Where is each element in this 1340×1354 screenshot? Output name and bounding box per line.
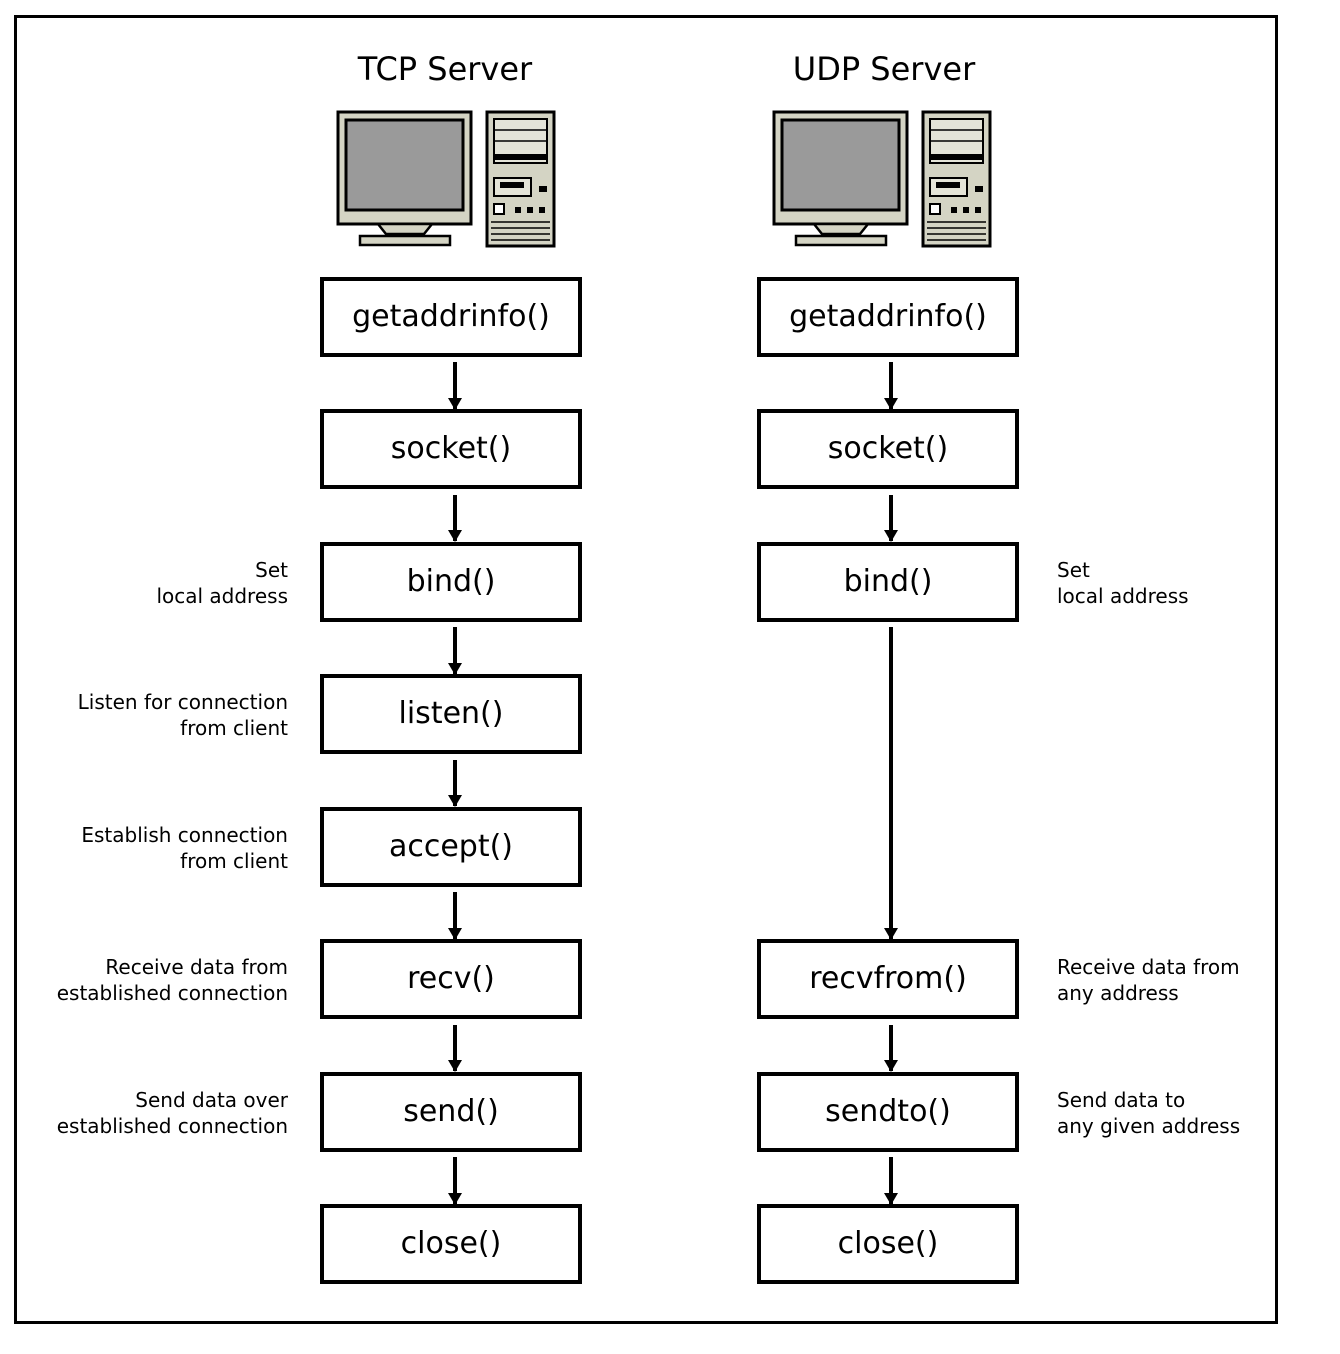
- diagram-frame: [14, 15, 1278, 1324]
- tcp-step-getaddrinfo: getaddrinfo(): [320, 277, 582, 357]
- tcp-step-send: send(): [320, 1072, 582, 1152]
- udp-step-socket: socket(): [757, 409, 1019, 489]
- udp-note-bind: Set local address: [1057, 558, 1189, 608]
- tcp-step-bind: bind(): [320, 542, 582, 622]
- udp-note-recvfrom: Receive data from any address: [1057, 955, 1240, 1005]
- computer-icon: [772, 110, 992, 248]
- tcp-step-socket: socket(): [320, 409, 582, 489]
- udp-step-getaddrinfo: getaddrinfo(): [757, 277, 1019, 357]
- tcp-title: TCP Server: [357, 50, 533, 88]
- udp-note-sendto: Send data to any given address: [1057, 1088, 1241, 1138]
- tcp-step-close: close(): [320, 1204, 582, 1284]
- tcp-note-bind: Set local address: [156, 558, 288, 608]
- udp-title: UDP Server: [792, 50, 976, 88]
- udp-step-sendto: sendto(): [757, 1072, 1019, 1152]
- udp-step-recvfrom: recvfrom(): [757, 939, 1019, 1019]
- tcp-note-recv: Receive data from established connection: [56, 955, 288, 1005]
- computer-icon: [336, 110, 556, 248]
- tcp-step-listen: listen(): [320, 674, 582, 754]
- tcp-step-recv: recv(): [320, 939, 582, 1019]
- tcp-step-accept: accept(): [320, 807, 582, 887]
- tcp-note-accept: Establish connection from client: [81, 823, 288, 873]
- udp-step-bind: bind(): [757, 542, 1019, 622]
- udp-step-close: close(): [757, 1204, 1019, 1284]
- tcp-note-send: Send data over established connection: [56, 1088, 288, 1138]
- tcp-note-listen: Listen for connection from client: [77, 690, 288, 740]
